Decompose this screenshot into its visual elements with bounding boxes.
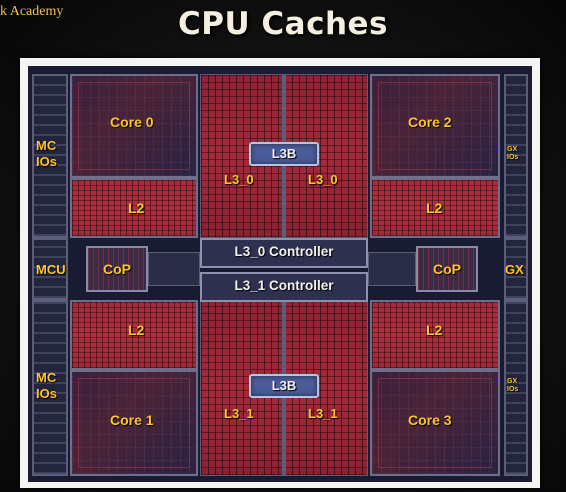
core-2-block (370, 74, 500, 178)
l2-cache-top-left (70, 178, 198, 238)
l2-label-bottom-left: L2 (128, 322, 145, 338)
l3-1-label-left: L3_1 (224, 406, 254, 421)
gx-ios-top-label: GX IOs (507, 146, 519, 161)
core-1-block (70, 370, 198, 476)
l2-label-top-right: L2 (426, 200, 443, 216)
l3-0-controller-label: L3_0 Controller (234, 244, 334, 259)
l2-cache-bottom-left (70, 300, 198, 370)
l2-label-bottom-right: L2 (426, 322, 443, 338)
mc-ios-top-label: MC IOs (36, 138, 57, 169)
cop-left-interconnect (148, 252, 200, 286)
l3-1-controller-block (200, 272, 368, 302)
core-3-block (370, 370, 500, 476)
gx-ios-bottom-label: GX IOs (507, 378, 519, 393)
l2-label-top-left: L2 (128, 200, 145, 216)
mc-ios-bottom-label: MC IOs (36, 370, 57, 401)
mc-ios-bottom-block (32, 300, 68, 476)
l3-1-label-right: L3_1 (308, 406, 338, 421)
gx-block (504, 238, 528, 300)
mcu-label: MCU (36, 262, 66, 277)
l3b-bottom-block (249, 374, 319, 398)
core-0-block (70, 74, 198, 178)
l3-0-label-left: L3_0 (224, 172, 254, 187)
brand-text: k Academy (0, 4, 64, 19)
core-2-label: Core 2 (408, 114, 452, 130)
cpu-die-diagram: Core 0 Core 2 Core 1 Core 3 L2 L2 L2 L2 … (28, 66, 532, 482)
l2-cache-bottom-right (370, 300, 500, 370)
gx-ios-top-block (504, 74, 528, 238)
cop-right-label: CoP (433, 261, 461, 277)
l3-0-label-right: L3_0 (308, 172, 338, 187)
l3-0-controller-block (200, 238, 368, 268)
l3b-top-block (249, 142, 319, 166)
mcu-block (32, 238, 68, 300)
mc-ios-top-block (32, 74, 68, 238)
core-3-label: Core 3 (408, 412, 452, 428)
core-0-label: Core 0 (110, 114, 154, 130)
gx-label: GX (505, 262, 524, 277)
l3b-top-label: L3B (271, 146, 297, 161)
cop-left-block (86, 246, 148, 292)
cop-right-interconnect (368, 252, 416, 286)
cop-left-label: CoP (103, 261, 131, 277)
l3b-bottom-label: L3B (271, 378, 297, 393)
l2-cache-top-right (370, 178, 500, 238)
core-1-label: Core 1 (110, 412, 154, 428)
cop-right-block (416, 246, 478, 292)
gx-ios-bottom-block (504, 300, 528, 476)
l3-1-controller-label: L3_1 Controller (234, 278, 334, 293)
slide-title: CPU Caches (177, 6, 389, 42)
